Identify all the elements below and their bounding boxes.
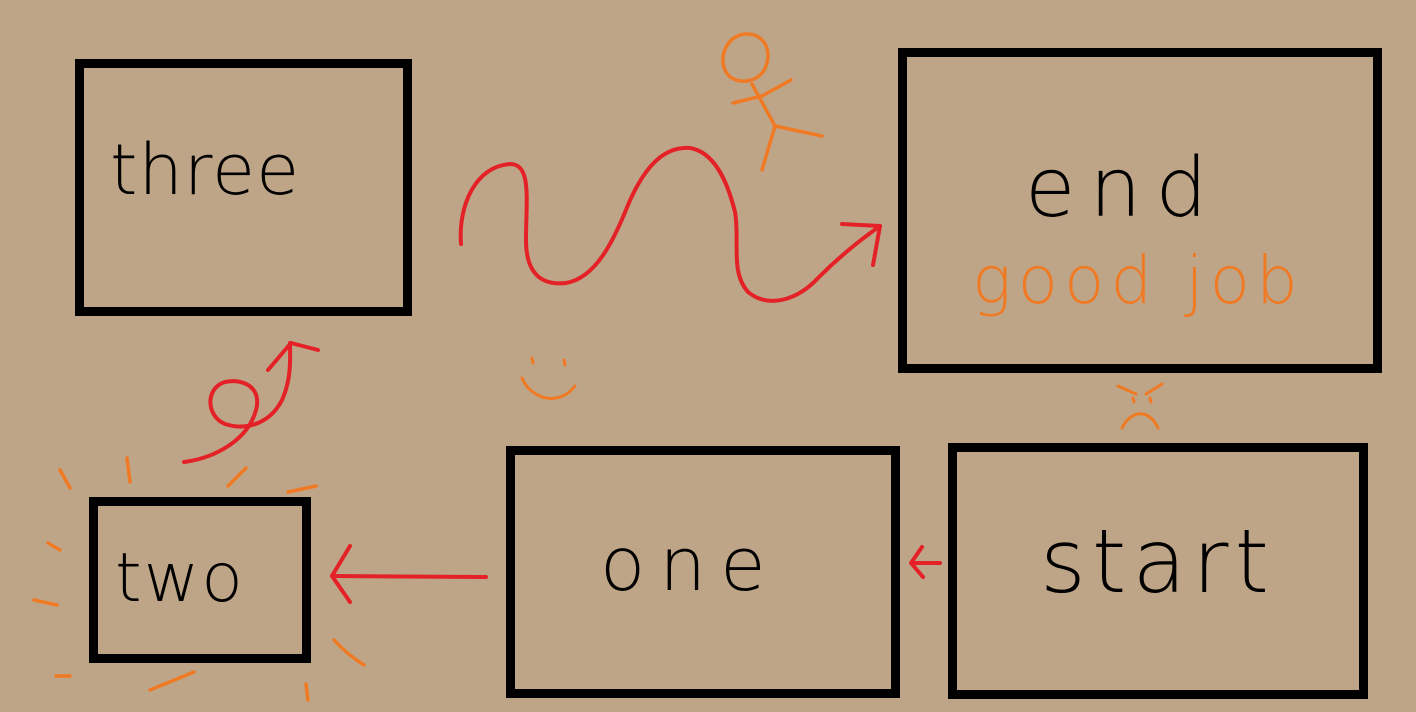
box-two [89,497,311,663]
box-one-label: one [600,522,780,608]
arrow-two-to-three [182,341,320,464]
good-job-note: good job [972,242,1304,319]
smiley-doodle [520,356,577,400]
box-start-label: start [1040,510,1275,613]
box-two-label: two [115,539,245,618]
arrow-one-to-two [330,544,488,604]
box-three-label: three [110,129,301,211]
arrow-three-to-end [458,145,882,303]
stick-figure-doodle [721,32,824,172]
angry-face-doodle [1116,382,1164,430]
arrow-start-to-one [909,545,942,579]
box-start [948,443,1368,699]
box-one [506,446,900,698]
box-end [898,48,1382,373]
box-three [75,59,412,316]
box-end-label: end [1025,141,1222,236]
